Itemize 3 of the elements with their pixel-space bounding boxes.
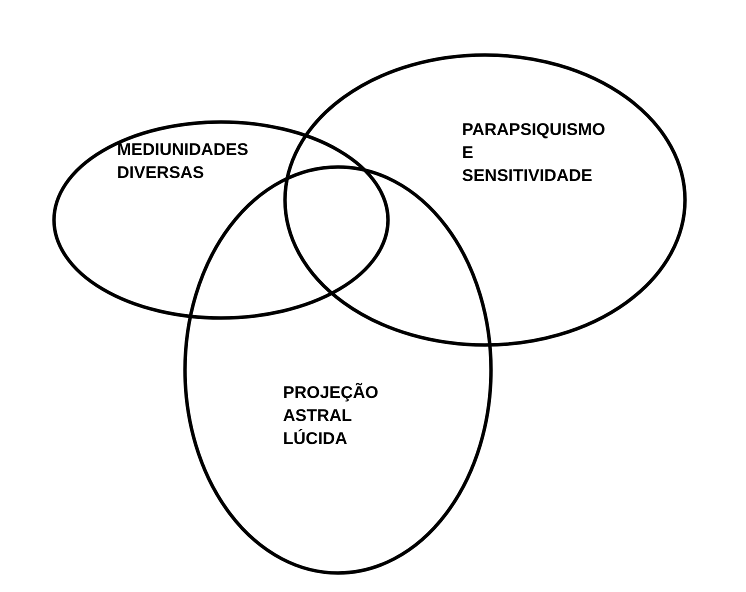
set-label: PARAPSIQUISMO E SENSITIVIDADE <box>462 119 606 187</box>
set-label: PROJEÇÃO ASTRAL LÚCIDA <box>283 382 378 450</box>
set-label: MEDIUNIDADES DIVERSAS <box>117 139 248 184</box>
